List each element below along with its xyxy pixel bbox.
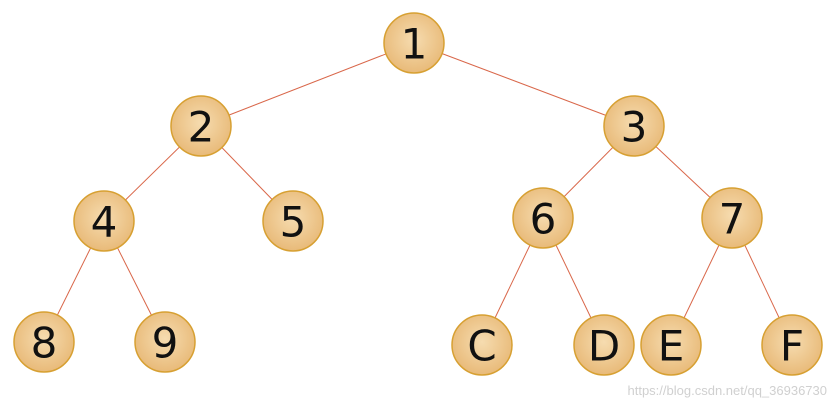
edges-layer <box>43 42 793 346</box>
node-circle <box>603 95 665 157</box>
tree-node-D: D <box>573 314 635 376</box>
node-circle <box>13 311 75 373</box>
node-circle <box>512 187 574 249</box>
node-label: 6 <box>530 195 557 244</box>
node-label: 3 <box>621 103 648 152</box>
watermark-text: https://blog.csdn.net/qq_36936730 <box>627 383 828 398</box>
node-label: 4 <box>91 198 118 247</box>
tree-node-7: 7 <box>701 187 763 249</box>
node-circle <box>701 187 763 249</box>
edge-n1-n3 <box>413 42 635 127</box>
node-label: 1 <box>401 20 428 69</box>
node-circle <box>383 12 445 74</box>
node-label: D <box>588 322 620 371</box>
node-circle <box>573 314 635 376</box>
node-circle <box>73 190 135 252</box>
node-label: 8 <box>31 319 58 368</box>
tree-node-C: C <box>451 314 513 376</box>
tree-node-8: 8 <box>13 311 75 373</box>
node-circle <box>262 190 324 252</box>
tree-node-1: 1 <box>383 12 445 74</box>
node-circle <box>451 314 513 376</box>
node-circle <box>640 314 702 376</box>
node-circle <box>170 95 232 157</box>
node-label: F <box>780 322 804 371</box>
node-circle <box>761 314 823 376</box>
node-label: 2 <box>188 103 215 152</box>
edge-n1-n2 <box>200 42 415 127</box>
node-label: 5 <box>280 198 307 247</box>
tree-node-2: 2 <box>170 95 232 157</box>
tree-node-3: 3 <box>603 95 665 157</box>
node-label: C <box>467 322 496 371</box>
node-label: 9 <box>152 319 179 368</box>
tree-node-9: 9 <box>134 311 196 373</box>
node-label: 7 <box>719 195 746 244</box>
tree-node-5: 5 <box>262 190 324 252</box>
tree-node-E: E <box>640 314 702 376</box>
tree-node-6: 6 <box>512 187 574 249</box>
tree-node-F: F <box>761 314 823 376</box>
node-label: E <box>658 322 685 371</box>
node-circle <box>134 311 196 373</box>
tree-node-4: 4 <box>73 190 135 252</box>
